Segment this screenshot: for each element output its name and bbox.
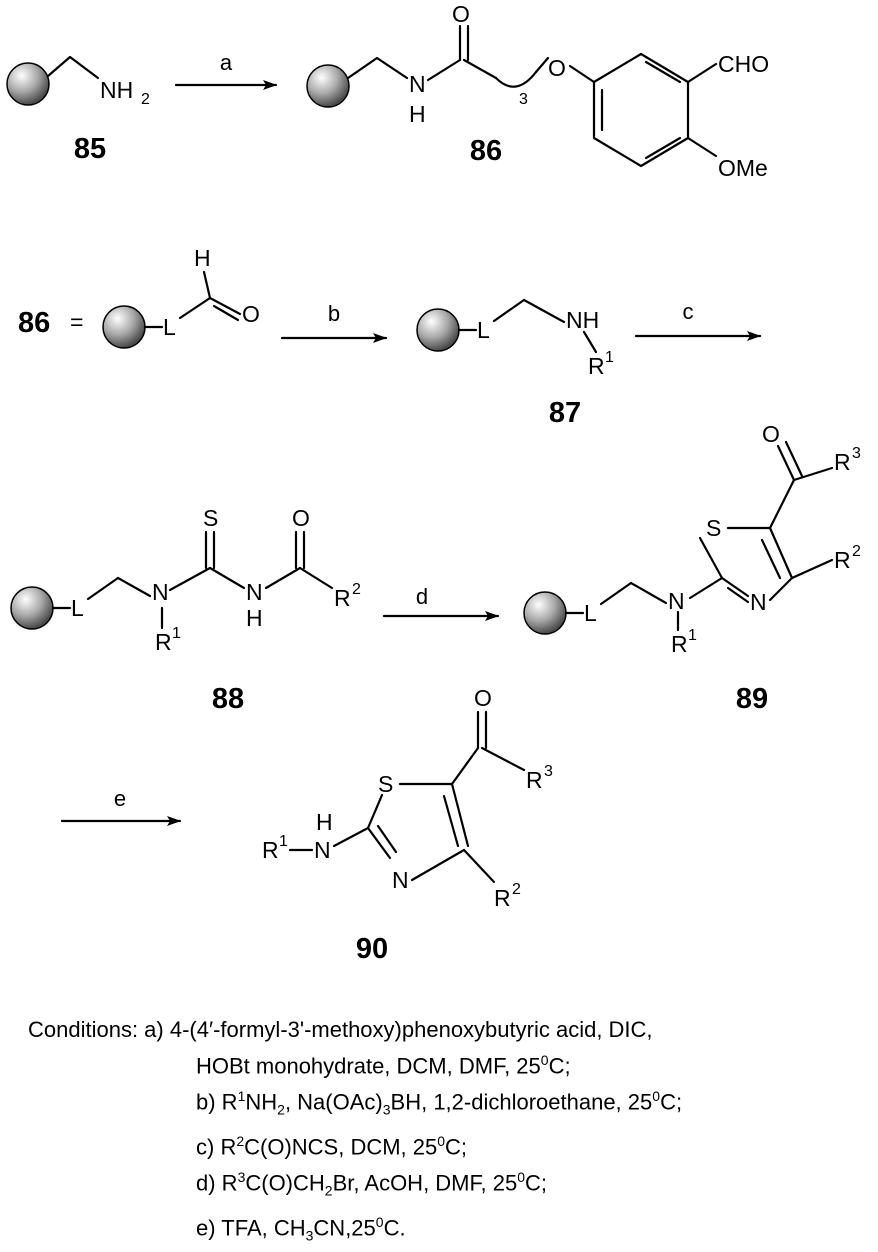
amine-subscript: 2 bbox=[141, 91, 150, 108]
compound-87-structure: L NH R 1 bbox=[416, 298, 614, 379]
step-label-b: b bbox=[328, 301, 340, 326]
conditions-line-d: d) R3C(O)CH2Br, AcOH, DMF, 250C; bbox=[196, 1169, 547, 1200]
compound-89-structure: L N R 1 S N R 2 O R 3 bbox=[523, 421, 861, 657]
r3-superscript: 3 bbox=[852, 445, 861, 462]
compound-85-structure: NH 2 bbox=[6, 55, 150, 108]
aldehyde-label: CHO bbox=[718, 51, 769, 77]
compound-number-87: 87 bbox=[549, 397, 581, 429]
linker-label: L bbox=[71, 595, 84, 621]
r1-superscript: 1 bbox=[172, 625, 181, 642]
amide-h-label: H bbox=[409, 101, 426, 127]
step-label-e: e bbox=[114, 786, 126, 811]
reaction-conditions: Conditions: a) 4-(4′-formyl-3'-methoxy)p… bbox=[28, 1014, 682, 1252]
resin-bead bbox=[102, 305, 146, 349]
thione-s-label: S bbox=[203, 505, 218, 531]
amide-n-label: N bbox=[246, 579, 263, 605]
resin-bead bbox=[306, 64, 350, 108]
carbonyl-o-label: O bbox=[292, 505, 310, 531]
amine-n-label: N bbox=[668, 588, 685, 614]
r1-label: R bbox=[155, 629, 172, 655]
linker-label: L bbox=[584, 600, 597, 626]
ether-o-label: O bbox=[548, 55, 566, 81]
r2-label: R bbox=[334, 585, 351, 611]
compound-number-90: 90 bbox=[356, 933, 388, 965]
r1-label: R bbox=[262, 837, 279, 863]
thiourea-n-label: N bbox=[152, 579, 169, 605]
resin-bead bbox=[6, 62, 50, 106]
conditions-line-b: b) R1NH2, Na(OAc)3BH, 1,2-dichloroethane… bbox=[196, 1088, 683, 1119]
compound-number-88: 88 bbox=[212, 683, 244, 715]
step-label-d: d bbox=[416, 584, 428, 609]
aldehyde-h-label: H bbox=[194, 245, 211, 271]
thiazole-n-label: N bbox=[392, 867, 409, 893]
resin-bead bbox=[10, 586, 54, 630]
thiazole-s-label: S bbox=[378, 771, 393, 797]
compound-number-89: 89 bbox=[736, 683, 768, 715]
r-superscript: 1 bbox=[605, 349, 614, 366]
r2-label: R bbox=[834, 547, 851, 573]
resin-bead bbox=[416, 308, 460, 352]
linker-label: L bbox=[163, 314, 176, 340]
r-group-label: R bbox=[588, 353, 605, 379]
compound-number-85: 85 bbox=[74, 133, 106, 165]
conditions-line-a: Conditions: a) 4-(4′-formyl-3'-methoxy)p… bbox=[28, 1017, 653, 1042]
chain-subscript: 3 bbox=[519, 91, 528, 108]
resin-bead bbox=[523, 591, 567, 635]
amine-label: NH bbox=[566, 307, 599, 333]
r2-superscript: 2 bbox=[352, 581, 361, 598]
compound-88-structure: L N S N H O R 2 R 1 bbox=[10, 505, 361, 655]
amine-h-label: H bbox=[316, 809, 333, 835]
carbonyl-o-label: O bbox=[452, 1, 470, 27]
compound-number-86-equivalence: 86 bbox=[18, 307, 50, 339]
conditions-line-c: c) R2C(O)NCS, DCM, 250C; bbox=[196, 1133, 468, 1160]
step-label-a: a bbox=[220, 50, 233, 75]
amide-n-label: N bbox=[409, 71, 426, 97]
linker-label: L bbox=[477, 317, 490, 343]
r2-superscript: 2 bbox=[852, 543, 861, 560]
compound-number-86: 86 bbox=[470, 135, 502, 167]
carbonyl-o-label: O bbox=[474, 685, 492, 711]
conditions-line-a-continued: HOBt monohydrate, DCM, DMF, 250C; bbox=[196, 1052, 571, 1079]
thiazole-n-label: N bbox=[750, 589, 767, 615]
r3-superscript: 3 bbox=[544, 763, 553, 780]
r1-superscript: 1 bbox=[688, 627, 697, 644]
compound-86-structure: N H O 3 O CHO OMe bbox=[306, 1, 769, 181]
equals-sign: = bbox=[70, 309, 83, 335]
compound-90-structure: R 1 N H S N R 2 O R 3 bbox=[262, 685, 553, 911]
r3-label: R bbox=[526, 767, 543, 793]
amine-n-label: N bbox=[314, 837, 331, 863]
amide-h-label: H bbox=[246, 605, 263, 631]
thiazole-s-label: S bbox=[706, 515, 721, 541]
r2-superscript: 2 bbox=[512, 881, 521, 898]
resin-linker-aldehyde: L H O bbox=[102, 245, 260, 349]
r3-label: R bbox=[834, 449, 851, 475]
r2-label: R bbox=[494, 885, 511, 911]
step-label-c: c bbox=[683, 299, 694, 324]
reaction-scheme: NH 2 85 a N H O 3 O CHO OMe 86 86 = L bbox=[6, 1, 861, 965]
aldehyde-o-label: O bbox=[242, 301, 260, 327]
methoxy-label: OMe bbox=[718, 155, 768, 181]
r1-superscript: 1 bbox=[279, 833, 288, 850]
r1-label: R bbox=[671, 631, 688, 657]
conditions-line-e: e) TFA, CH3CN,250C. bbox=[196, 1214, 406, 1244]
amine-label: NH bbox=[100, 77, 133, 103]
carbonyl-o-label: O bbox=[762, 421, 780, 447]
